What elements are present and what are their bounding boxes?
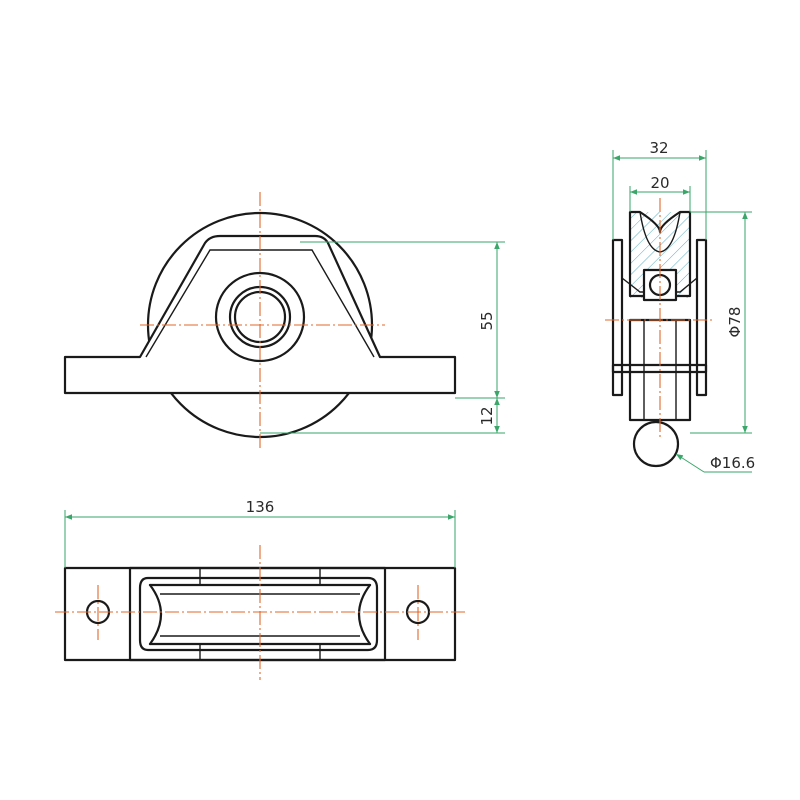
dim-height-55: 55	[478, 311, 496, 330]
dim-groove-20: 20	[650, 174, 669, 192]
top-bracket-inner	[138, 576, 379, 652]
dim-base-12: 12	[478, 406, 496, 425]
front-view: 55 12	[63, 192, 505, 448]
axle-hub-outer	[214, 271, 306, 363]
side-view: 32 20 Φ78 Φ16.6	[605, 139, 755, 473]
bracket-right-plate	[695, 238, 708, 397]
top-groove-right	[358, 583, 372, 646]
dim-diameter-78: Φ78	[726, 307, 744, 338]
dim-width-32: 32	[649, 139, 668, 157]
top-view: 136	[55, 498, 465, 680]
wheel-lower-section	[628, 318, 692, 422]
top-groove-left	[148, 583, 162, 646]
rail-ball	[632, 420, 680, 468]
top-bracket-frame	[128, 566, 387, 662]
bracket-left-plate	[611, 238, 624, 397]
base-plate-section	[611, 363, 708, 374]
bracket-inner-edge	[145, 249, 375, 358]
dim-ball-16-6: Φ16.6	[710, 454, 755, 472]
ball-leader	[675, 453, 705, 473]
dim-length-136: 136	[246, 498, 275, 516]
